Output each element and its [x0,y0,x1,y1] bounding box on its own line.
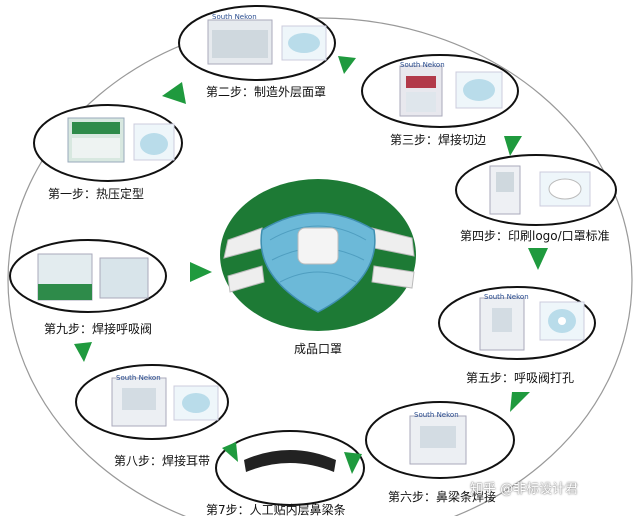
step-1-label: 第一步：热压定型 [48,187,145,201]
step-6-node [365,401,515,479]
watermark: 知乎 @非标设计君 [470,482,579,497]
step-9-node [9,239,167,313]
brand-step-2: South Nekon [212,13,257,21]
arrow-7-to-8 [222,442,238,462]
step-9-label: 第九步：焊接呼吸阀 [44,322,153,336]
arrow-9-to-center [190,262,212,282]
arrow-1-to-2 [162,82,186,104]
arrow-6-to-7 [344,452,362,474]
center-label: 成品口罩 [294,342,343,356]
brand-step-3: South Nekon [400,61,445,69]
step-7-node [215,430,365,506]
step-1-node [33,104,183,182]
step-8-label: 第八步：焊接耳带 [114,454,211,468]
step-5-label: 第五步：呼吸阀打孔 [466,371,575,385]
brand-step-6: South Nekon [414,411,459,419]
step-3-label: 第三步：焊接切边 [390,133,487,147]
arrow-5-to-6 [510,392,530,412]
outer-ring [7,17,633,516]
center-mask-image [220,179,416,331]
arrow-4-to-5 [528,248,548,270]
step-4-node [455,154,617,226]
step-6-label: 第六步：鼻梁条焊接 [388,490,497,504]
brand-step-8: South Nekon [116,374,161,382]
step-8-node [75,364,229,440]
arrow-3-to-4 [504,136,522,156]
step-7-label: 第7步：人工贴内层鼻梁条 [206,503,346,517]
step-2-label: 第二步：制造外层面罩 [206,85,327,99]
arrow-2-to-3 [338,56,356,74]
step-5-node [438,286,596,360]
step-3-node [361,54,519,128]
step-4-label: 第四步：印刷logo/口罩标准 [460,229,610,243]
step-2-node [178,5,336,81]
brand-step-5: South Nekon [484,293,529,301]
arrow-8-to-9 [74,342,92,362]
